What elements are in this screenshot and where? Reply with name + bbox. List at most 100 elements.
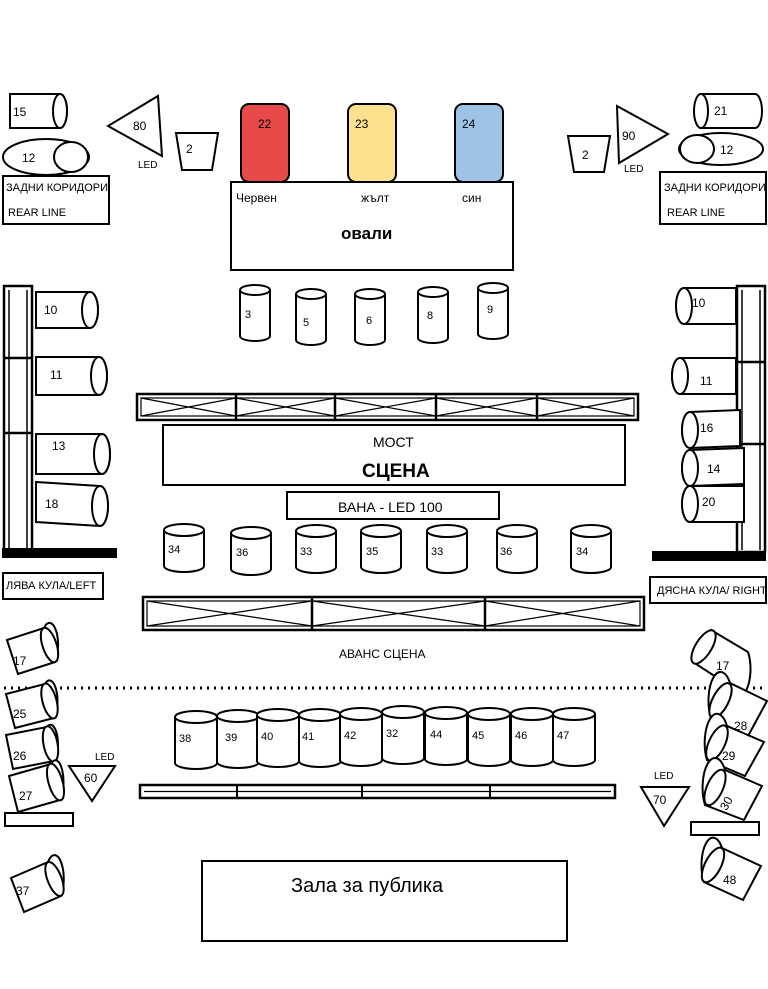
floor-can-2-number: 36 bbox=[236, 547, 248, 559]
left-tower-label: ЛЯВА КУЛА/LEFT bbox=[6, 580, 96, 592]
front-row-can-7-number: 44 bbox=[430, 729, 442, 741]
left-tower-lamp-18: 18 bbox=[35, 480, 109, 528]
rear-right-trapezoid-number: 2 bbox=[582, 148, 589, 162]
left-front-lamp-25: 25 bbox=[4, 679, 59, 730]
right-front-lamp-30-number: 30 bbox=[717, 794, 736, 813]
front-row-can-6-number: 32 bbox=[386, 728, 398, 740]
right-tower-lamp-20-number: 20 bbox=[702, 495, 716, 509]
blue-lamp-number: 24 bbox=[462, 117, 476, 131]
can-9: 9 bbox=[477, 282, 509, 340]
left-tower-lamp-10-number: 10 bbox=[44, 303, 58, 317]
front-cans: 3 5 6 8 9 bbox=[239, 282, 509, 346]
front-row-can-7: 44 bbox=[424, 706, 468, 766]
ovals-box bbox=[230, 181, 514, 271]
right-tower-lamp-10-number: 10 bbox=[692, 296, 706, 310]
front-row-can-1-number: 38 bbox=[179, 733, 191, 745]
can-9-number: 9 bbox=[487, 304, 493, 316]
avans-truss bbox=[141, 595, 646, 632]
right-tower-label: ДЯСНА КУЛА/ RIGHT bbox=[657, 585, 767, 597]
front-row-can-3-number: 40 bbox=[261, 731, 273, 743]
right-front-triangle: 70 LED bbox=[639, 771, 691, 828]
left-tower bbox=[2, 284, 117, 558]
front-row-cans: 38 39 40 41 42 32 44 bbox=[174, 705, 596, 770]
floor-can-3-number: 33 bbox=[300, 546, 312, 558]
rear-left-lamp-oval-number: 12 bbox=[22, 151, 36, 165]
vana-label: ВАНА - LED 100 bbox=[338, 499, 443, 515]
blue-caption: син bbox=[462, 191, 481, 205]
front-row-can-6: 32 bbox=[381, 705, 425, 765]
rear-left-trapezoid: 2 bbox=[174, 132, 220, 171]
floor-cans: 34 36 33 35 33 36 34 bbox=[163, 523, 612, 576]
left-front-lamp-27-number: 27 bbox=[19, 789, 33, 803]
front-row-can-8: 45 bbox=[467, 707, 511, 767]
right-front-lamp-48-number: 48 bbox=[723, 873, 737, 887]
rear-right-label-box bbox=[659, 171, 767, 225]
front-row-can-5-number: 42 bbox=[344, 730, 356, 742]
right-front-lamp-17-number: 17 bbox=[716, 659, 730, 673]
right-front-lamp-48: 48 bbox=[700, 836, 763, 902]
stage-box bbox=[162, 424, 626, 486]
rear-left-led-label: LED bbox=[138, 160, 157, 171]
can-5: 5 bbox=[295, 288, 327, 346]
red-lamp-number: 22 bbox=[258, 117, 272, 131]
front-row-can-1: 38 bbox=[174, 710, 218, 770]
right-front-lamp-30: 30 bbox=[701, 757, 764, 822]
floor-can-4-number: 35 bbox=[366, 546, 378, 558]
front-row-can-4: 41 bbox=[298, 708, 342, 768]
rear-right-triangle-number: 90 bbox=[622, 129, 636, 143]
right-tower-lamps: 10 11 16 14 20 bbox=[671, 287, 745, 523]
front-row-can-2-number: 39 bbox=[225, 732, 237, 744]
rear-right-label-1: ЗАДНИ КОРИДОРИ bbox=[664, 182, 766, 194]
floor-can-33-right: 33 bbox=[426, 524, 468, 574]
can-3-number: 3 bbox=[245, 309, 251, 321]
rear-right-trapezoid: 2 bbox=[566, 135, 612, 173]
right-front-lamps: 17 28 29 30 48 70 LED bbox=[639, 628, 768, 902]
stage-line-1: МОСТ bbox=[373, 434, 414, 450]
front-row-can-10: 47 bbox=[552, 707, 596, 767]
left-tower-label-box bbox=[2, 572, 104, 600]
rear-right-lamp-oval: 12 bbox=[678, 132, 764, 166]
left-tower-lamp-13-number: 13 bbox=[52, 439, 66, 453]
can-5-number: 5 bbox=[303, 317, 309, 329]
rear-right-triangle: 90 LED bbox=[615, 104, 671, 175]
left-tower-lamp-11: 11 bbox=[35, 356, 108, 396]
yellow-caption: жълт bbox=[361, 191, 390, 205]
bridge-truss bbox=[135, 392, 640, 422]
left-front-lamps: 17 25 26 27 37 60 LED bbox=[4, 621, 117, 914]
right-tower-lamp-16-number: 16 bbox=[700, 421, 714, 435]
can-3: 3 bbox=[239, 284, 271, 342]
left-front-lamp-25-number: 25 bbox=[13, 707, 27, 721]
red-lamp bbox=[240, 103, 290, 183]
rear-right-lamp-top-number: 21 bbox=[714, 104, 728, 118]
left-front-lamp-17-number: 17 bbox=[13, 654, 27, 668]
floor-can-7-number: 34 bbox=[576, 546, 588, 558]
front-row-can-10-number: 47 bbox=[557, 730, 569, 742]
floor-can-34-left: 34 bbox=[163, 523, 205, 573]
left-front-lamp-27: 27 bbox=[7, 759, 66, 814]
rear-left-label-box bbox=[2, 175, 110, 225]
rear-left-lamp-top-number: 15 bbox=[13, 105, 27, 119]
rear-left-trapezoid-number: 2 bbox=[186, 142, 193, 156]
right-tower-lamp-11: 11 bbox=[671, 357, 737, 395]
left-tower-lamps: 10 11 13 18 bbox=[35, 291, 111, 528]
avans-label: АВАНС СЦЕНА bbox=[339, 647, 426, 661]
left-front-lamp-17: 17 bbox=[5, 621, 60, 676]
front-row-can-9-number: 46 bbox=[515, 730, 527, 742]
right-tower-label-box bbox=[649, 576, 767, 604]
left-front-lamp-37: 37 bbox=[9, 854, 65, 914]
yellow-lamp-number: 23 bbox=[355, 117, 369, 131]
yellow-lamp bbox=[347, 103, 397, 183]
right-tower-lamp-10: 10 bbox=[675, 287, 737, 325]
rear-right-led-label: LED bbox=[624, 164, 643, 175]
left-front-lamp-26: 26 bbox=[4, 723, 60, 771]
floor-can-36-left: 36 bbox=[230, 526, 272, 576]
front-row-can-2: 39 bbox=[216, 709, 260, 769]
rear-right-lamp-oval-number: 12 bbox=[720, 143, 734, 157]
front-row-can-5: 42 bbox=[339, 707, 383, 767]
floor-can-1-number: 34 bbox=[168, 544, 180, 556]
right-tower-lamp-20: 20 bbox=[681, 485, 745, 523]
audience-box bbox=[201, 860, 568, 942]
floor-can-33-left: 33 bbox=[295, 524, 337, 574]
rear-right-group: 21 12 90 LED 2 ЗАДНИ КОРИДОРИ REAR LINE bbox=[566, 93, 767, 225]
rear-left-group: 15 12 80 LED 2 ЗАДНИ КОРИДОРИ REAR LINE bbox=[2, 93, 220, 225]
